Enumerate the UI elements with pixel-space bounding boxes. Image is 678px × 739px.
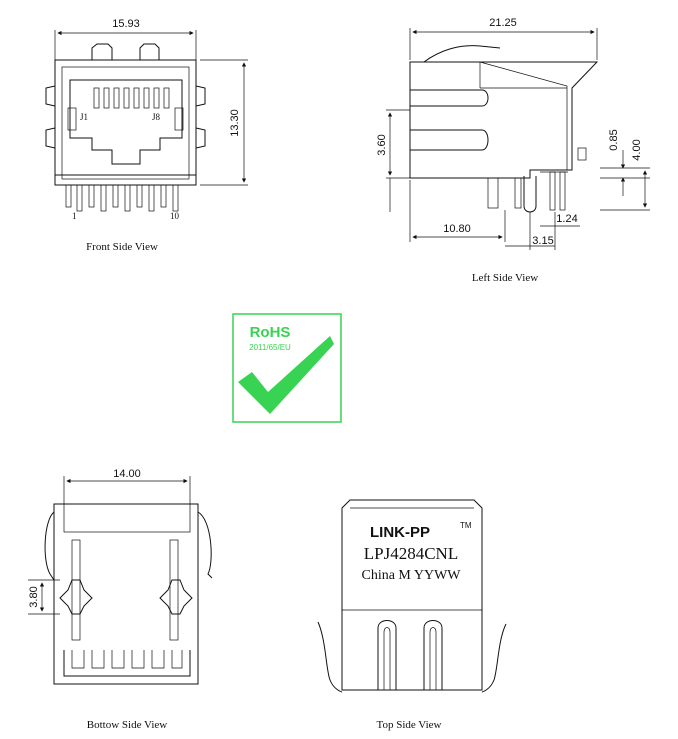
front-width-dimension: 15.93: [112, 18, 140, 30]
front-contacts: [93, 87, 170, 109]
lead-label-first: 1: [72, 211, 77, 221]
bottom-post-left: [59, 579, 93, 615]
bottom-height-dimension: 3.80: [28, 586, 40, 607]
left-total-height-dimension: 4.00: [631, 139, 643, 160]
bottom-side-view: 14.00 3.80 Bottow Side View: [28, 468, 213, 731]
left-front-offset-dimension: 10.80: [443, 223, 471, 235]
left-body-height-dimension: 3.60: [376, 134, 388, 155]
left-view-caption: Left Side View: [472, 272, 538, 284]
pin-label-j1: J1: [80, 112, 88, 122]
bottom-leads: [71, 650, 183, 669]
bottom-width-dimension: 14.00: [113, 468, 141, 480]
part-number: LPJ4284CNL: [364, 544, 458, 563]
rohs-logo: RoHS 2011/65/EU: [232, 313, 342, 423]
bottom-view-caption: Bottow Side View: [87, 719, 167, 731]
top-view-caption: Top Side View: [377, 719, 442, 731]
lead-label-last: 10: [170, 211, 180, 221]
front-leads: [65, 184, 179, 212]
rohs-title: RoHS: [250, 324, 291, 341]
trademark-mark: TM: [460, 521, 472, 530]
front-view-caption: Front Side View: [86, 241, 158, 253]
front-side-view: 15.93 J1 J8: [45, 18, 248, 253]
front-height-dimension: 13.30: [229, 109, 241, 137]
left-side-view: 21.25 3.60 0.85 4.00: [376, 17, 650, 284]
origin-line: China M YYWW: [361, 568, 461, 583]
left-lead-spacing-dimension: 3.15: [532, 235, 553, 247]
checkmark-icon: [238, 336, 334, 414]
left-pin-offset-dimension: 1.24: [556, 213, 577, 225]
rohs-directive: 2011/65/EU: [249, 343, 291, 352]
pin-label-j8: J8: [152, 112, 161, 122]
top-side-view: LINK-PP TM LPJ4284CNL China M YYWW Top S…: [317, 499, 507, 731]
brand-name: LINK-PP: [370, 524, 430, 541]
left-pin-pitch-dimension: 0.85: [608, 129, 620, 150]
bottom-post-right: [159, 579, 193, 615]
left-length-dimension: 21.25: [489, 17, 517, 29]
